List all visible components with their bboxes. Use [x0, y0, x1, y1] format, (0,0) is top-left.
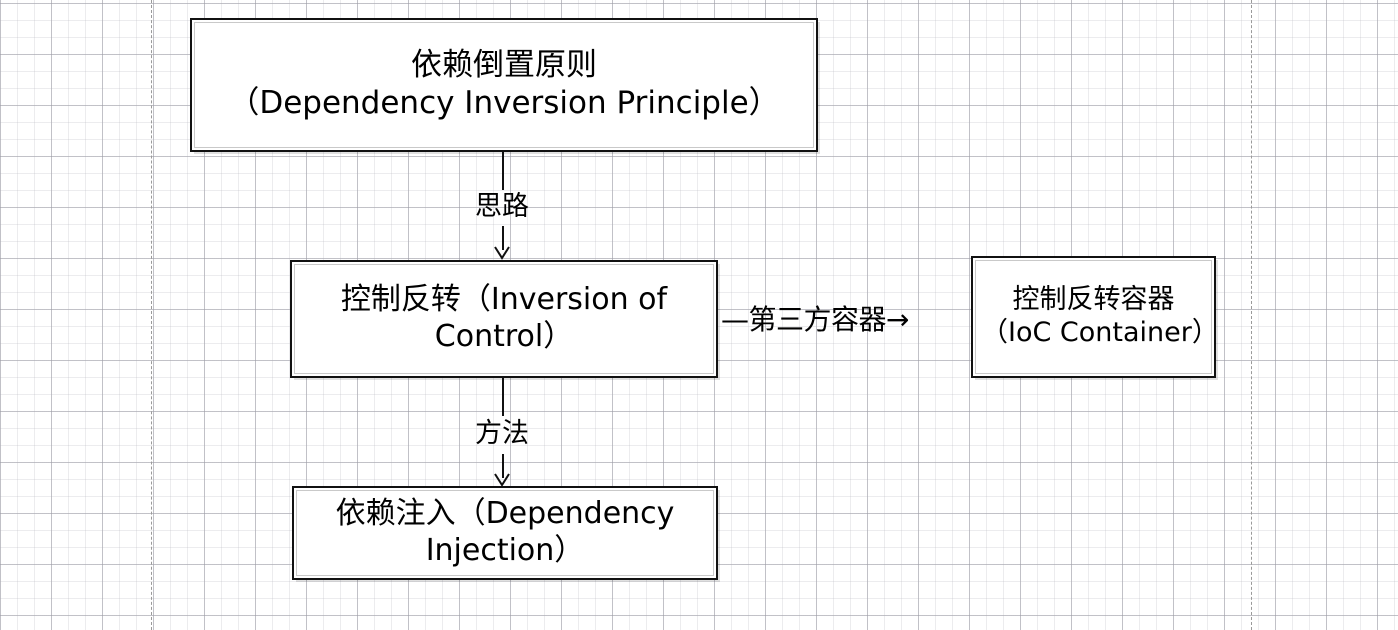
edge-ioc-to-di-label: 方法 [475, 418, 529, 449]
page-break-guide-left [151, 0, 152, 630]
node-di-label: 依赖注入（Dependency Injection） [335, 496, 675, 568]
page-break-guide-right [1251, 0, 1252, 630]
node-dependency-inversion-principle[interactable]: 依赖倒置原则 （Dependency Inversion Principle） [190, 18, 818, 152]
edge-ioc-to-di-arrowhead-icon [494, 473, 510, 487]
edge-dip-to-ioc-line-lower [502, 226, 504, 250]
edge-ioc-to-container-label: —第三方容器→ [721, 303, 909, 336]
edge-dip-to-ioc-line-upper [502, 152, 504, 190]
node-ioc-container-label: 控制反转容器（IoC Container） [981, 284, 1219, 348]
edge-ioc-to-di-line-upper [502, 378, 504, 416]
edge-dip-to-ioc-arrowhead-icon [494, 246, 510, 260]
node-inversion-of-control[interactable]: 控制反转（Inversion of Control） [290, 260, 718, 378]
node-dependency-injection[interactable]: 依赖注入（Dependency Injection） [292, 486, 718, 580]
edge-dip-to-ioc-label: 思路 [475, 191, 529, 222]
node-dip-label: 依赖倒置原则 （Dependency Inversion Principle） [228, 47, 780, 121]
node-ioc-container[interactable]: 控制反转容器（IoC Container） [971, 256, 1219, 378]
edge-ioc-to-di-line-lower [502, 454, 504, 478]
node-ioc-label: 控制反转（Inversion of Control） [340, 282, 668, 354]
